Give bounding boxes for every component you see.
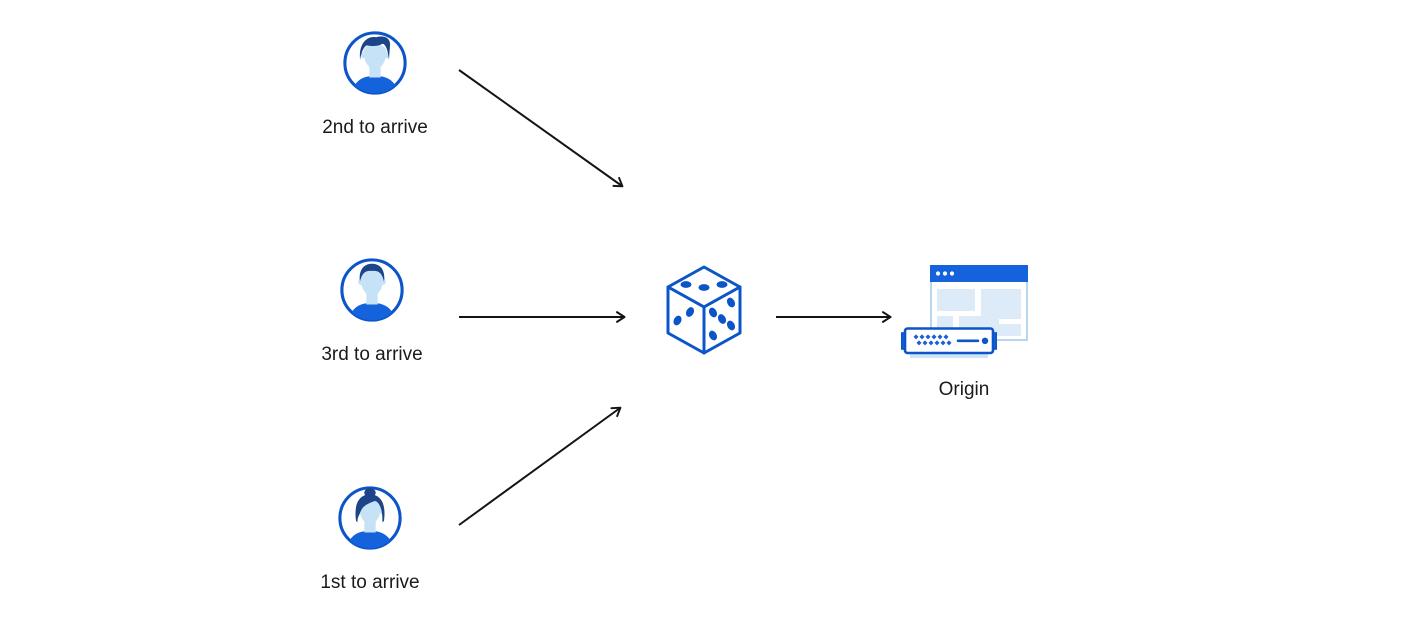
- client-2nd-label: 2nd to arrive: [322, 117, 428, 138]
- node-client-2nd: 2nd to arrive: [285, 30, 465, 140]
- person-man-short-hair-icon: [340, 258, 404, 322]
- arrow-client-2nd-to-randomizer: [458, 69, 624, 188]
- server-appliance: [900, 327, 997, 358]
- client-3rd-label: 3rd to arrive: [321, 344, 423, 365]
- origin-label: Origin: [938, 379, 990, 400]
- node-client-1st: 1st to arrive: [280, 485, 460, 595]
- arrow-client-1st-to-randomizer: [458, 406, 622, 526]
- person-woman-bun-icon: [338, 486, 402, 550]
- client-1st-label: 1st to arrive: [320, 572, 420, 593]
- dice-icon: [666, 265, 742, 355]
- node-client-3rd: 3rd to arrive: [282, 257, 462, 367]
- node-randomizer: [664, 264, 744, 356]
- origin-server-browser-icon: [900, 265, 1028, 358]
- node-origin: Origin: [899, 265, 1029, 402]
- person-man-swept-hair-icon: [343, 31, 407, 95]
